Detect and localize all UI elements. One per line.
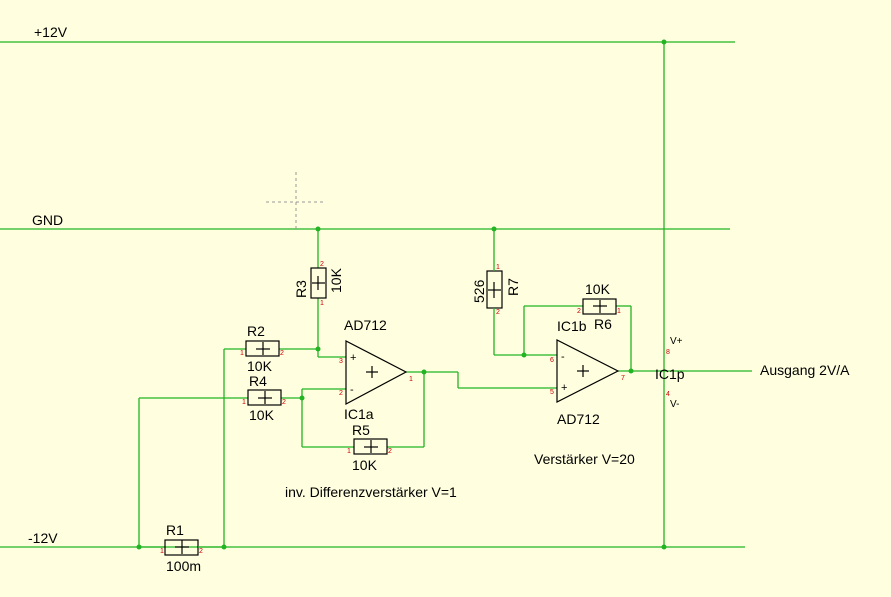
ic1p-vminus: V- <box>670 399 679 410</box>
rail-vneg-label: -12V <box>28 530 58 546</box>
ic1b-ref: IC1b <box>557 318 587 334</box>
stage2-caption: Verstärker V=20 <box>534 451 635 467</box>
r7-pin-a: 1 <box>496 264 500 271</box>
ic1p-power[interactable]: V+ V- 8 4 IC1p <box>655 336 685 410</box>
ic1b-type: AD712 <box>557 411 600 427</box>
ic1a-pin-plus: 3 <box>339 358 343 365</box>
ic1p-vplus: V+ <box>670 336 683 347</box>
ic1p-pin-vminus: 4 <box>666 391 670 398</box>
ic1a-ref: IC1a <box>344 406 374 422</box>
resistor-r1[interactable]: R1 100m 1 2 <box>160 522 224 574</box>
r6-ref: R6 <box>594 316 612 332</box>
resistor-r5[interactable]: R5 10K 1 2 <box>347 422 392 473</box>
r2-pin-b: 2 <box>280 350 284 357</box>
r1-ref: R1 <box>166 522 184 538</box>
r1-pin-a: 1 <box>160 548 164 555</box>
r3-value: 10K <box>328 267 344 293</box>
svg-text:-: - <box>561 351 565 363</box>
r4-ref: R4 <box>249 373 267 389</box>
ic1b-pin-out: 7 <box>621 375 625 382</box>
r1-value: 100m <box>166 558 201 574</box>
r4-pin-b: 2 <box>282 399 286 406</box>
resistor-r2[interactable]: R2 10K 1 2 <box>240 323 284 374</box>
r4-pin-a: 1 <box>242 399 246 406</box>
r7-ref: R7 <box>505 278 521 296</box>
r2-ref: R2 <box>247 323 265 339</box>
r5-ref: R5 <box>352 422 370 438</box>
r6-pin-b: 1 <box>617 308 621 315</box>
r3-ref: R3 <box>293 280 309 298</box>
r7-pin-b: 2 <box>496 309 500 316</box>
resistor-r6[interactable]: 10K R6 2 1 <box>577 281 621 332</box>
r1-pin-b: 2 <box>199 548 203 555</box>
resistor-r4[interactable]: R4 10K 1 2 <box>242 373 286 423</box>
r2-pin-a: 1 <box>240 350 244 357</box>
ic1b-pin-plus: 5 <box>550 389 554 396</box>
ic1p-pin-vplus: 8 <box>666 349 670 356</box>
ic1a-pin-out: 1 <box>409 376 413 383</box>
r3-pin-a: 2 <box>320 261 324 268</box>
r5-value: 10K <box>352 457 378 473</box>
opamp-ic1a[interactable]: + - AD712 IC1a 3 2 1 <box>339 317 413 422</box>
r5-pin-b: 2 <box>388 448 392 455</box>
r7-value: 526 <box>471 279 487 303</box>
output-label: Ausgang 2V/A <box>760 362 850 378</box>
r2-value: 10K <box>247 358 273 374</box>
ic1a-type: AD712 <box>344 317 387 333</box>
resistor-r7[interactable]: 526 R7 1 2 <box>471 263 521 316</box>
rail-vpos-label: +12V <box>34 24 68 40</box>
r3-pin-b: 1 <box>320 300 324 307</box>
r6-pin-a: 2 <box>577 308 581 315</box>
r6-value: 10K <box>585 281 611 297</box>
crosshair-cursor <box>266 172 326 232</box>
wires <box>138 42 752 548</box>
svg-text:+: + <box>350 352 356 364</box>
r4-value: 10K <box>249 407 275 423</box>
ic1b-pin-minus: 6 <box>550 357 554 364</box>
ic1p-ref: IC1p <box>655 366 685 382</box>
opamp-ic1b[interactable]: - + IC1b AD712 6 5 7 <box>550 318 625 427</box>
ic1a-pin-minus: 2 <box>339 390 343 397</box>
resistor-r3[interactable]: R3 10K 2 1 <box>293 261 344 307</box>
svg-text:-: - <box>350 384 354 396</box>
supply-rails: +12V GND -12V <box>0 24 745 548</box>
rail-gnd-label: GND <box>32 212 63 228</box>
stage1-caption: inv. Differenzverstärker V=1 <box>285 484 457 500</box>
r5-pin-a: 1 <box>347 448 351 455</box>
svg-text:+: + <box>561 382 567 394</box>
